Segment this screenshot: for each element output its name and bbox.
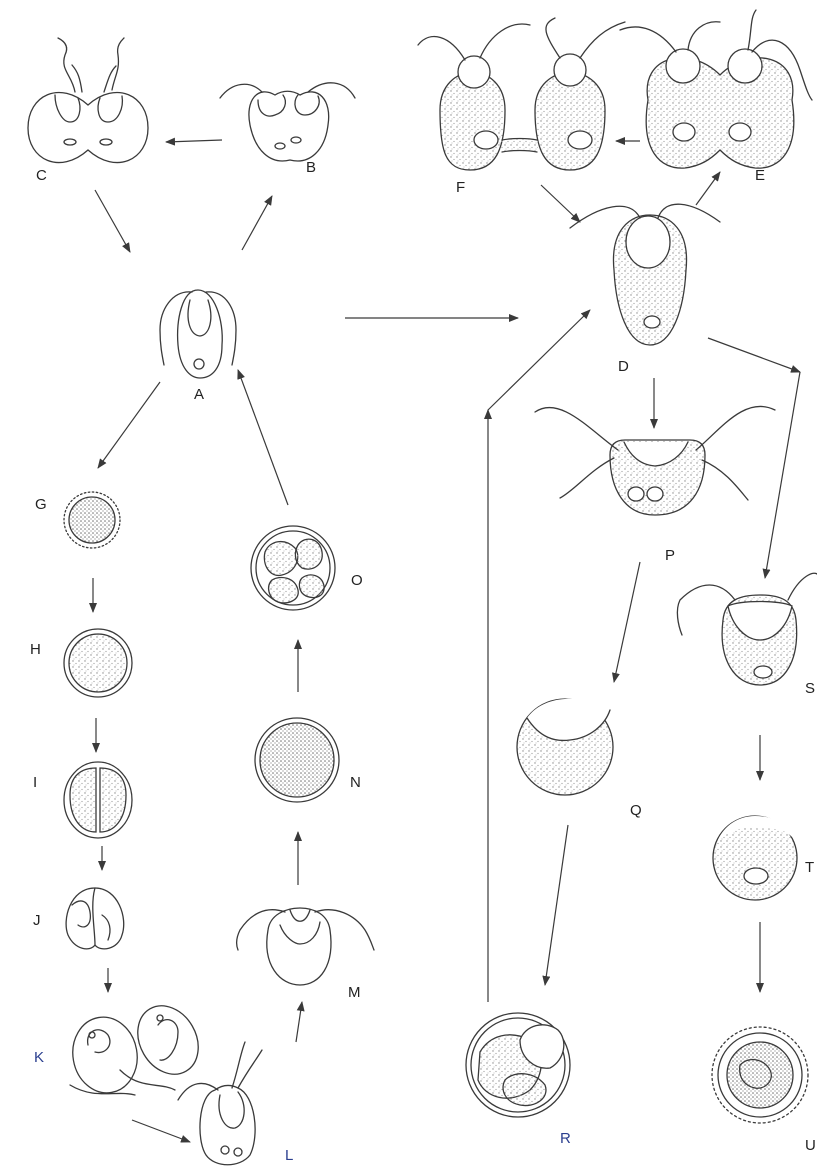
arrow-d-to-s	[708, 338, 800, 372]
label-k: K	[34, 1049, 44, 1066]
cell-j-dividing	[66, 888, 124, 949]
label-m: M	[348, 984, 361, 1001]
cell-k-zoospores	[67, 995, 210, 1098]
label-r: R	[560, 1130, 571, 1147]
label-l: L	[285, 1147, 293, 1164]
label-s: S	[805, 680, 815, 697]
label-g: G	[35, 496, 47, 513]
cell-l-biflagellate	[178, 1042, 262, 1165]
arrow-b-to-c	[166, 140, 222, 142]
cell-i-dividing-cyst	[64, 762, 132, 838]
label-t: T	[805, 859, 814, 876]
stage-labels: C B F E A D G P O H S I N Q T J M K R L …	[30, 159, 816, 1164]
arrow-r-to-d-head	[488, 310, 590, 410]
label-a: A	[194, 386, 204, 403]
label-d: D	[618, 358, 629, 375]
arrow-o-to-a	[238, 370, 288, 505]
cell-o-cyst-with-zoospores	[251, 526, 335, 610]
cell-e-dividing	[620, 10, 812, 168]
label-j: J	[33, 912, 41, 929]
arrow-f-to-d	[541, 185, 580, 222]
arrow-a-to-b	[242, 196, 272, 250]
label-f: F	[456, 179, 465, 196]
label-c: C	[36, 167, 47, 184]
cell-b-dividing	[220, 83, 355, 161]
cell-c-dividing	[28, 38, 148, 163]
label-h: H	[30, 641, 41, 658]
cell-q-spherical	[517, 699, 613, 795]
arrow-p-to-q	[614, 562, 640, 682]
arrow-d-to-s-tail	[765, 372, 800, 578]
label-o: O	[351, 572, 363, 589]
label-i: I	[33, 774, 37, 791]
label-n: N	[350, 774, 361, 791]
arrow-q-to-r	[545, 825, 568, 985]
label-b: B	[306, 159, 316, 176]
label-q: Q	[630, 802, 642, 819]
cell-g-cyst	[64, 492, 120, 548]
cell-t-spherical	[713, 816, 797, 900]
cell-r-zoospore-cyst	[466, 1013, 570, 1117]
cell-n-cyst	[255, 718, 339, 802]
arrow-l-to-m	[296, 1002, 302, 1042]
label-u: U	[805, 1137, 816, 1154]
cell-m-biflagellate	[237, 908, 374, 985]
cell-f-dividing	[418, 18, 625, 170]
cell-p-biflagellate	[535, 406, 775, 515]
arrow-d-to-e	[696, 172, 720, 205]
cell-a-biflagellate	[160, 290, 236, 378]
cell-s-biflagellate	[677, 573, 817, 685]
cell-h-cyst	[64, 629, 132, 697]
label-p: P	[665, 547, 675, 564]
arrow-c-to-a	[95, 190, 130, 252]
arrow-a-to-g	[98, 382, 160, 468]
cell-d-vegetative	[570, 204, 720, 345]
arrow-k-to-l	[132, 1120, 190, 1142]
cell-u-zygote	[712, 1027, 808, 1123]
label-e: E	[755, 167, 765, 184]
